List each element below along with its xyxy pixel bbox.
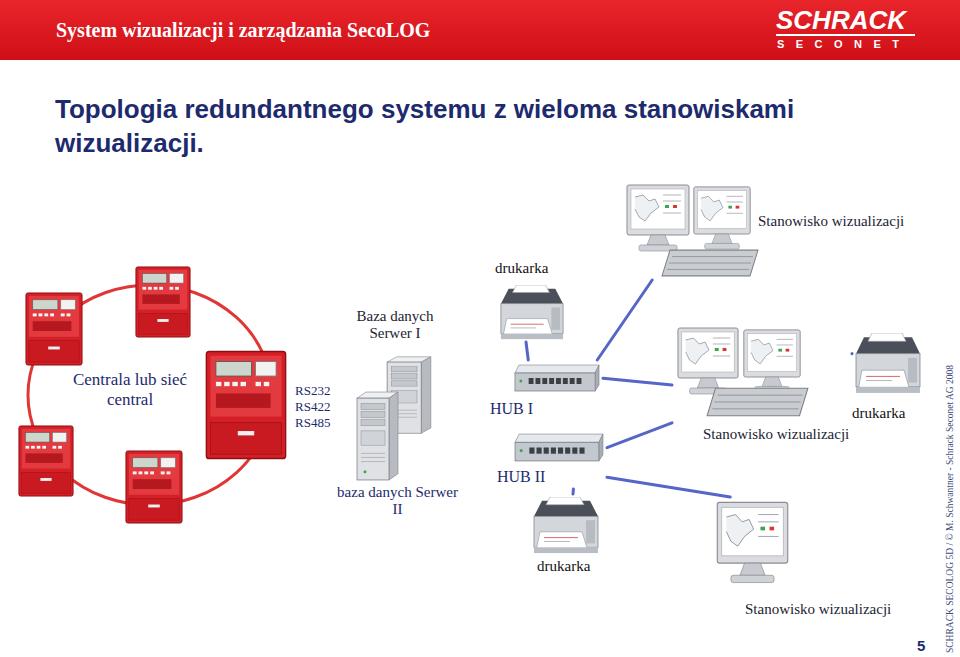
fire-panels (19, 267, 286, 523)
slide-title: Topologia redundantnego systemu z wielom… (55, 92, 935, 160)
fire-panels (126, 451, 182, 523)
device-label: Baza danych Serwer I (340, 308, 450, 343)
hubs (515, 434, 603, 461)
network-cable (597, 280, 652, 360)
device-label: drukarka (537, 558, 590, 575)
logo-rule (776, 34, 915, 36)
server-node: Baza danych Serwer I (340, 308, 452, 348)
printer-node: drukarka (852, 330, 926, 425)
workstations (662, 250, 758, 276)
device-label: Centrala lub sieć central (70, 370, 190, 409)
workstations (678, 328, 738, 394)
fire-panels (206, 351, 285, 458)
workstations (707, 388, 808, 415)
fire-panels (136, 267, 190, 337)
interface-list: RS232 RS422 RS485 (295, 383, 347, 431)
network-cable (597, 280, 652, 360)
device-label: Stanowisko wizualizacji (745, 601, 891, 618)
workstation-node: Stanowisko wizualizacji (672, 322, 852, 448)
logo-subtitle: S E C O N E T (777, 38, 903, 51)
printers (501, 285, 563, 339)
device-label: baza danych Serwer II (335, 484, 460, 519)
network-cable (607, 423, 672, 448)
workstation-node: Stanowisko wizualizacji (622, 180, 924, 280)
servers (357, 357, 431, 480)
workstations (744, 330, 800, 392)
page-number: 5 (917, 637, 925, 654)
logo-rule (776, 35, 915, 36)
printers (534, 497, 598, 553)
network-cable (526, 342, 528, 360)
network-cable (603, 378, 672, 385)
network-cable (607, 423, 672, 448)
header-title: System wizualizacji i zarządzania SecoLO… (56, 19, 430, 42)
hub-node: HUB I (488, 360, 603, 421)
panel-network-label: Centrala lub sieć central (70, 370, 192, 414)
printer-node: drukarka (525, 494, 605, 578)
workstations (694, 187, 750, 249)
hubs (515, 365, 599, 391)
workstations (717, 502, 787, 582)
device-label: Stanowisko wizualizacji (703, 426, 849, 443)
fire-panels (26, 293, 82, 365)
printer-node: drukarka (490, 260, 570, 342)
logo-wordmark: SCHRACK (776, 6, 906, 34)
hub-node: HUB II (495, 430, 607, 489)
device-label: drukarka (852, 405, 905, 422)
workstations (627, 185, 689, 251)
workstation-node: Stanowisko wizualizacji (712, 497, 894, 625)
fire-panels (19, 426, 73, 496)
network-cable (852, 353, 853, 354)
device-label: HUB I (490, 400, 533, 418)
printers (856, 333, 920, 393)
device-label: Stanowisko wizualizacji (758, 213, 904, 230)
network-cable (607, 477, 730, 497)
network-cable (572, 489, 575, 494)
printers (501, 285, 920, 553)
device-label: drukarka (495, 260, 548, 277)
network-cable (573, 489, 574, 494)
servers (357, 392, 398, 480)
copyright-note: SCHRACK SECOLOG 5D / © M. Schwantner - S… (944, 365, 956, 653)
server-node: baza danych Serwer II (335, 484, 462, 526)
network-cable (603, 378, 672, 385)
network-cable (851, 352, 854, 355)
device-label: HUB II (497, 468, 545, 486)
network-cable (526, 342, 528, 360)
network-cable (607, 477, 730, 497)
